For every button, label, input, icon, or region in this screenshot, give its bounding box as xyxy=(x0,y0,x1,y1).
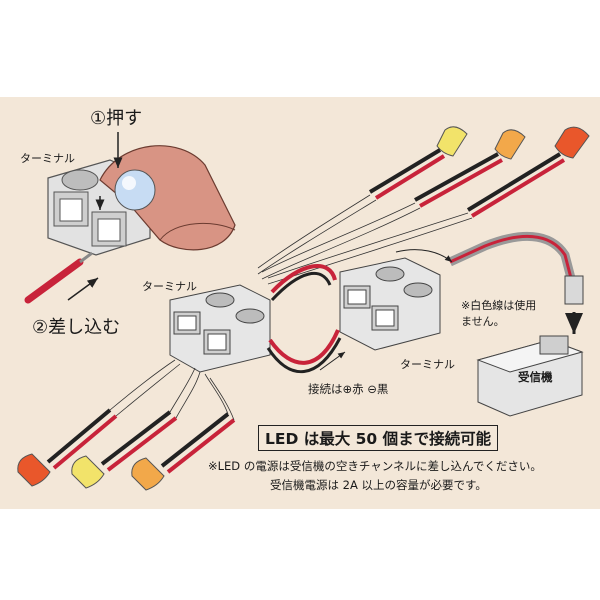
connection-label: 接続は⊕赤 ⊖黒 xyxy=(308,382,389,396)
insert-label: ②差し込む xyxy=(32,317,121,338)
receiver-label: 受信機 xyxy=(518,370,553,384)
jumper-wire-red xyxy=(270,264,337,294)
terminal-right xyxy=(339,257,441,351)
power-note-line2: 受信機電源は 2A 以上の容量が必要です。 xyxy=(270,478,487,492)
terminal-label-top-left: ターミナル xyxy=(20,152,75,165)
led-yellow-top xyxy=(368,126,468,200)
led-orange-bottom xyxy=(17,408,118,487)
terminal-label-right: ターミナル xyxy=(400,358,455,371)
led-orange-top xyxy=(414,129,526,208)
led-amber-bottom xyxy=(131,412,236,491)
pressed-led-icon xyxy=(114,169,156,211)
jumper-wire-black xyxy=(268,329,340,365)
capacity-label: LED は最大 50 個まで接続可能 xyxy=(258,425,499,451)
insert-arrow-icon xyxy=(67,277,99,301)
led-red-top xyxy=(466,126,590,218)
receiver-plug xyxy=(564,275,584,305)
insert-wire xyxy=(24,258,84,304)
power-note-line1: ※LED の電源は受信機の空きチャンネルに差し込んでください。 xyxy=(208,459,542,473)
white-wire-note: ※白色線は使用 ません。 xyxy=(461,299,537,328)
push-label: ①押す xyxy=(90,108,143,129)
terminal-middle xyxy=(169,284,271,373)
receiver-box xyxy=(476,335,584,417)
led-yellow-bottom xyxy=(71,410,178,489)
terminal-label-middle: ターミナル xyxy=(142,280,197,293)
